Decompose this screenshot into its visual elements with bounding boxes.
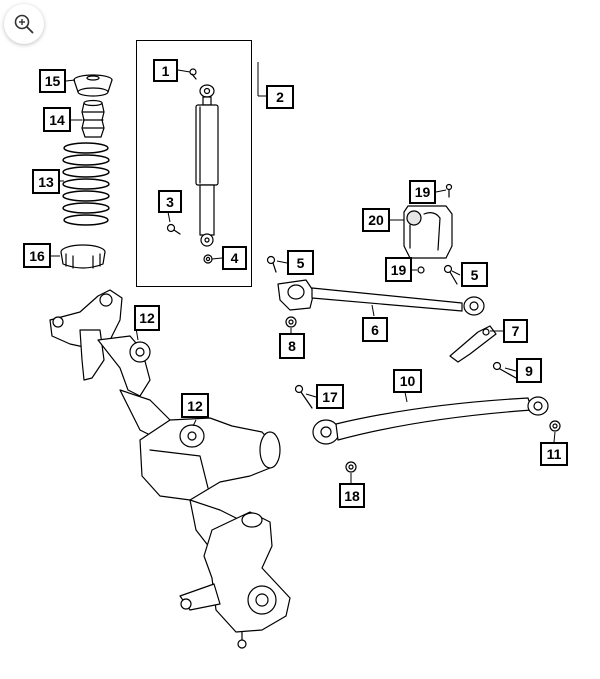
callout-12b[interactable]: 12 bbox=[181, 393, 209, 418]
callout-9[interactable]: 9 bbox=[516, 358, 542, 383]
callout-8[interactable]: 8 bbox=[279, 333, 305, 359]
callout-14[interactable]: 14 bbox=[43, 107, 71, 132]
upper-arm-bolt-left bbox=[266, 255, 277, 273]
callout-2[interactable]: 2 bbox=[266, 85, 294, 109]
lower-arm-nut bbox=[549, 420, 561, 432]
callout-6[interactable]: 6 bbox=[362, 317, 388, 342]
upper-arm-bolt-right bbox=[443, 264, 458, 285]
jounce-bumper bbox=[81, 99, 105, 138]
lower-control-arm bbox=[312, 396, 549, 445]
callout-16[interactable]: 16 bbox=[23, 243, 51, 268]
shock-nut bbox=[203, 254, 213, 264]
callout-12a[interactable]: 12 bbox=[134, 305, 160, 331]
track-bar-bracket bbox=[449, 325, 497, 363]
callout-20[interactable]: 20 bbox=[362, 208, 390, 232]
zoom-in-icon bbox=[14, 14, 34, 34]
callout-17[interactable]: 17 bbox=[316, 384, 344, 409]
coil-spring bbox=[62, 142, 110, 226]
callout-13[interactable]: 13 bbox=[32, 169, 60, 194]
callout-18[interactable]: 18 bbox=[339, 483, 365, 508]
shock-group-box bbox=[136, 40, 252, 287]
zoom-button[interactable] bbox=[4, 4, 44, 44]
callout-5b[interactable]: 5 bbox=[461, 262, 488, 287]
callout-7[interactable]: 7 bbox=[503, 319, 528, 343]
upper-arm-nut bbox=[285, 316, 297, 328]
callout-10[interactable]: 10 bbox=[393, 369, 422, 393]
lower-arm-nut-small bbox=[345, 461, 357, 473]
callout-4[interactable]: 4 bbox=[222, 246, 247, 270]
lower-arm-bolt-right bbox=[492, 361, 517, 379]
callout-19a[interactable]: 19 bbox=[409, 180, 436, 204]
spring-isolator-top bbox=[73, 74, 113, 97]
lower-isolator bbox=[60, 244, 106, 269]
bumper-bracket bbox=[403, 205, 453, 259]
bracket-nut bbox=[417, 266, 425, 274]
axle-assembly bbox=[49, 289, 291, 649]
callout-15[interactable]: 15 bbox=[39, 69, 66, 93]
shock-absorber bbox=[195, 84, 219, 247]
callout-1[interactable]: 1 bbox=[153, 59, 178, 82]
lower-bolt bbox=[166, 223, 181, 235]
callout-5a[interactable]: 5 bbox=[287, 250, 314, 275]
bracket-bolt bbox=[445, 183, 453, 198]
lower-arm-bolt-left bbox=[294, 384, 313, 409]
callout-19b[interactable]: 19 bbox=[385, 257, 412, 282]
callout-11[interactable]: 11 bbox=[540, 442, 568, 466]
upper-control-arm bbox=[277, 279, 485, 316]
callout-3[interactable]: 3 bbox=[158, 190, 182, 213]
